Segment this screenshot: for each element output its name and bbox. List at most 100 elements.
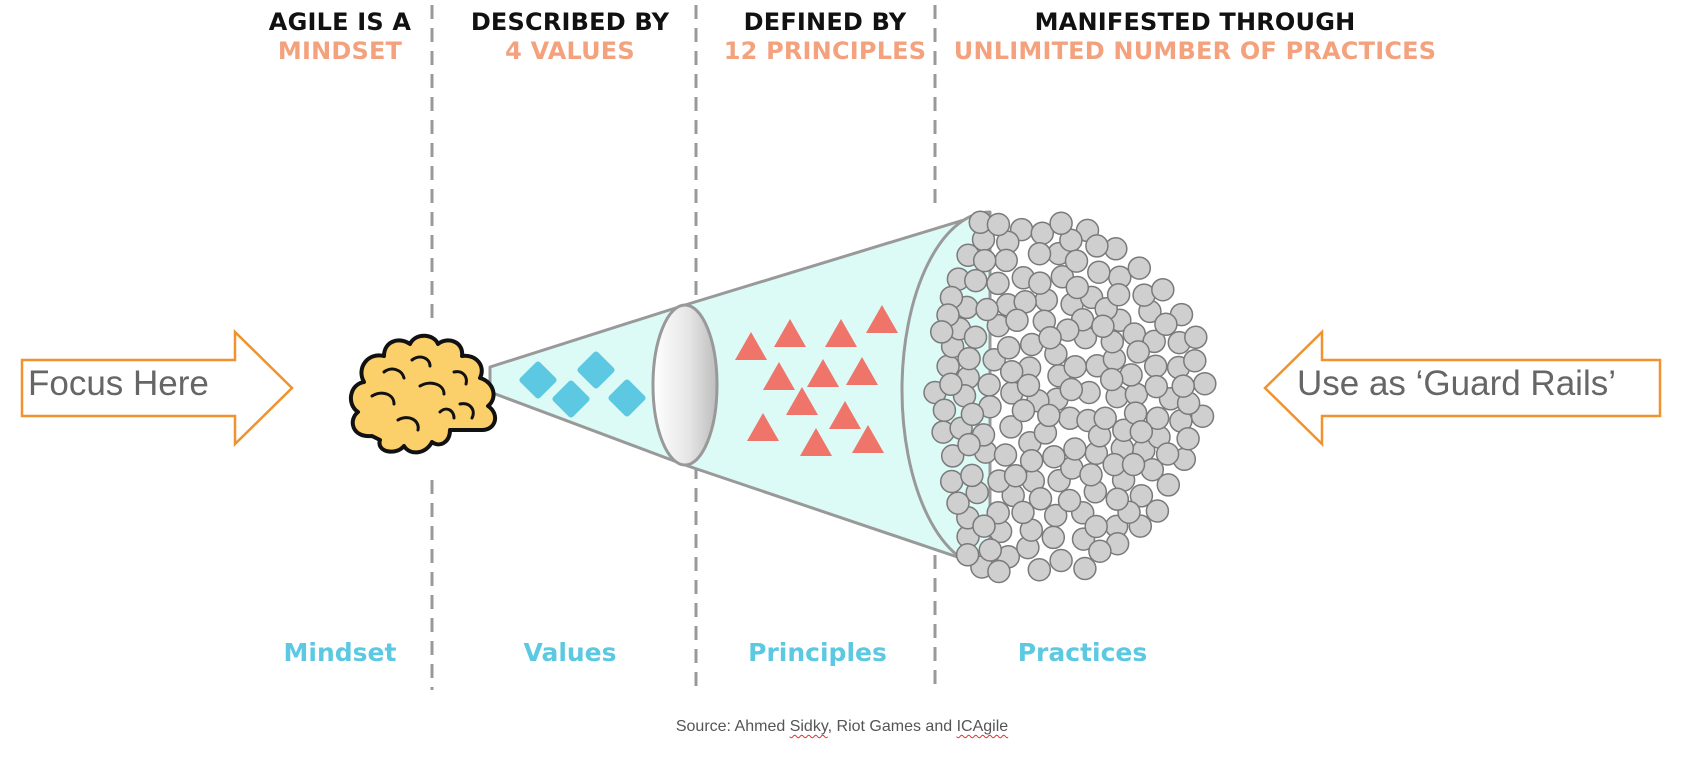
practice-circle-icon xyxy=(1063,437,1087,461)
practice-circle-icon xyxy=(1063,354,1087,379)
practice-circle-icon xyxy=(1065,275,1090,300)
practice-circle-icon xyxy=(999,415,1023,439)
column-label-mindset: Mindset xyxy=(283,638,397,667)
practice-circle-icon xyxy=(929,320,954,344)
practice-circle-icon xyxy=(1028,271,1052,295)
header-practices-line1: MANIFESTED THROUGH xyxy=(1034,8,1356,36)
practice-circle-icon xyxy=(1184,325,1208,350)
principle-triangle-icon xyxy=(852,425,884,453)
practice-circle-icon xyxy=(1121,452,1146,477)
practice-circle-icon xyxy=(1145,406,1170,430)
source-prefix: Source: Ahmed xyxy=(675,718,790,735)
header-practices-line2: UNLIMITED NUMBER OF PRACTICES xyxy=(953,37,1437,65)
practice-circle-icon xyxy=(1176,426,1200,451)
practice-circle-icon xyxy=(1079,462,1103,487)
practice-circle-icon xyxy=(1084,514,1108,539)
practice-circle-icon xyxy=(963,325,988,349)
practice-circle-icon xyxy=(1193,371,1217,396)
practice-circle-icon xyxy=(932,398,957,422)
practice-circle-icon xyxy=(955,543,980,567)
principle-triangle-icon xyxy=(763,362,795,390)
practice-circle-icon xyxy=(1087,260,1111,284)
header-values-line1: DESCRIBED BY xyxy=(470,8,670,36)
practice-circle-icon xyxy=(978,538,1003,562)
practice-circle-icon xyxy=(957,432,981,457)
practice-circle-icon xyxy=(1126,340,1150,364)
practice-circle-icon xyxy=(975,297,999,322)
principle-triangle-icon xyxy=(747,413,779,441)
practice-circle-icon xyxy=(1105,487,1130,511)
practice-circle-icon xyxy=(994,248,1018,273)
practice-circle-icon xyxy=(1041,525,1066,550)
header-values-line2: 4 VALUES xyxy=(505,37,635,65)
practice-circle-icon xyxy=(1049,548,1073,573)
principle-triangle-icon xyxy=(774,319,806,347)
practice-circle-icon xyxy=(972,514,996,538)
practice-circle-icon xyxy=(1151,277,1175,302)
principle-triangle-icon xyxy=(807,359,839,387)
principle-triangle-icon xyxy=(786,387,818,415)
source-middle: , Riot Games and xyxy=(827,718,957,735)
practice-circle-icon xyxy=(1145,499,1170,523)
practice-circle-icon xyxy=(1106,282,1131,307)
guard-rails-label: Use as ‘Guard Rails’ xyxy=(1297,364,1616,403)
practice-circle-icon xyxy=(1129,484,1154,508)
focus-here-label: Focus Here xyxy=(28,364,209,403)
value-diamond-icon xyxy=(519,361,557,399)
practice-circle-icon xyxy=(1154,312,1178,337)
practice-circle-icon xyxy=(1171,374,1195,398)
practice-circle-icon xyxy=(946,491,970,515)
practice-circle-icon xyxy=(1156,473,1181,497)
header-principles-line2: 12 PRINCIPLES xyxy=(723,37,927,65)
source-name-icagile: ICAgile xyxy=(956,718,1009,735)
practice-circle-icon xyxy=(1085,234,1109,258)
practice-circle-icon xyxy=(957,346,981,371)
practice-circle-icon xyxy=(1027,241,1052,266)
column-label-practices: Practices xyxy=(1017,638,1148,667)
practice-circle-icon xyxy=(977,373,1001,397)
practice-circle-icon xyxy=(940,444,965,468)
value-diamond-group xyxy=(519,351,646,418)
practice-circle-icon xyxy=(1183,348,1207,373)
practice-circle-icon xyxy=(1019,448,1044,473)
practice-circle-icon xyxy=(1057,488,1082,513)
practice-circle-icon xyxy=(1088,539,1112,563)
practice-circle-icon xyxy=(1042,444,1066,469)
practice-circle-icon xyxy=(1005,308,1029,333)
practice-circle-icon xyxy=(1119,363,1143,387)
practice-circle-icon xyxy=(1037,403,1061,428)
brain-icon xyxy=(348,333,498,455)
column-label-principles: Principles xyxy=(748,638,887,667)
focus-arrow xyxy=(20,329,294,447)
practice-circle-icon xyxy=(996,336,1021,360)
header-principles-line1: DEFINED BY xyxy=(743,8,907,36)
principle-triangle-icon xyxy=(866,305,898,333)
practice-circle-icon xyxy=(1003,463,1028,488)
practice-circle-icon xyxy=(987,559,1011,584)
principle-triangle-group xyxy=(735,305,898,456)
practice-circle-icon xyxy=(939,372,963,397)
practice-circle-icon xyxy=(986,212,1011,237)
practice-circle-icon xyxy=(960,402,985,427)
practice-circle-icon xyxy=(1143,354,1168,378)
practice-circle-icon xyxy=(1059,377,1084,402)
practice-circle-icon xyxy=(939,469,964,494)
practice-circle-icon xyxy=(972,248,997,273)
source-credit: Source: Ahmed Sidky, Riot Games and ICAg… xyxy=(0,718,1684,736)
header-mindset-line2: MINDSET xyxy=(277,37,403,65)
practice-circle-icon xyxy=(1099,367,1124,392)
principle-triangle-icon xyxy=(825,319,857,347)
value-diamond-icon xyxy=(577,351,615,389)
principle-triangle-icon xyxy=(846,357,878,385)
column-label-values: Values xyxy=(523,638,617,667)
practice-circle-icon xyxy=(1093,406,1117,430)
practice-circle-group xyxy=(923,210,1217,584)
header-mindset: AGILE IS A MINDSET xyxy=(240,8,440,66)
practice-circle-icon xyxy=(1129,419,1154,444)
principle-triangle-icon xyxy=(800,428,832,456)
practice-circle-icon xyxy=(960,463,984,488)
practice-circle-icon xyxy=(1091,314,1115,339)
practice-circle-icon xyxy=(964,268,988,293)
practice-circle-icon xyxy=(999,360,1024,384)
